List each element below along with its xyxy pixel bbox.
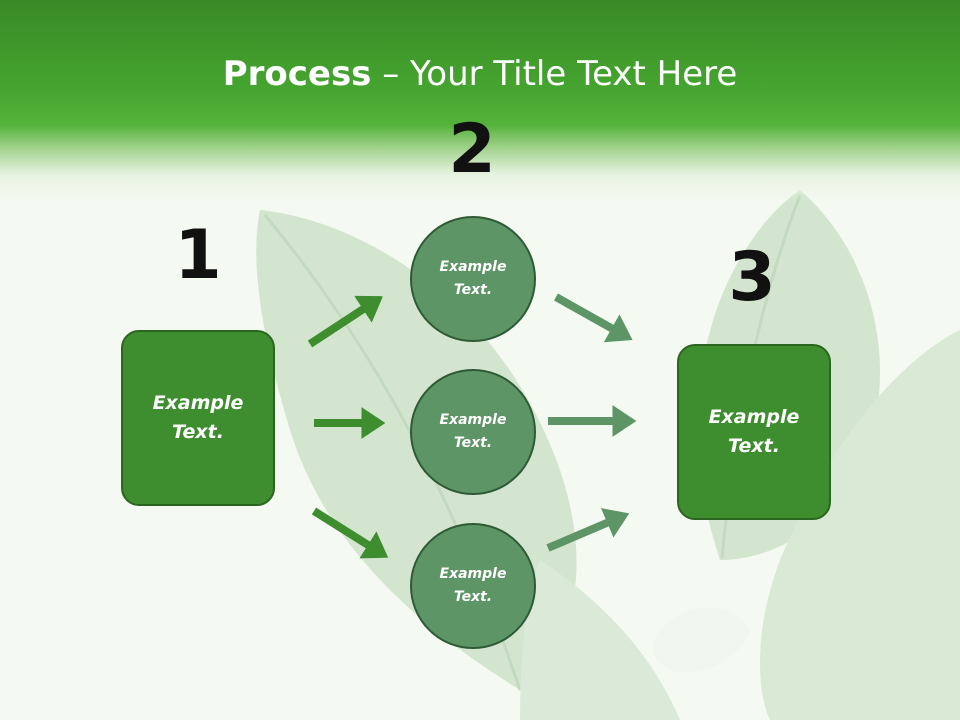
step-number-3: 3 [728,238,776,317]
slide-title: Process – Your Title Text Here [0,52,960,96]
arrow-top-to-right [554,293,633,343]
left-text-box[interactable]: Example Text. [121,330,275,506]
arrow-left-to-bottom [311,507,389,559]
arrow-bottom-to-right [546,508,630,552]
header-band [0,0,960,200]
title-rest-part: – Your Title Text Here [371,54,738,94]
circle-bottom[interactable]: Example Text. [410,523,536,649]
arrow-left-to-top [307,295,384,348]
leaf-shape-lower-right [760,330,960,720]
right-text-box[interactable]: Example Text. [677,344,831,520]
circle-middle[interactable]: Example Text. [410,369,536,495]
step-number-2: 2 [448,110,496,189]
step-number-1: 1 [174,216,222,295]
title-bold-part: Process [222,54,372,94]
circle-top[interactable]: Example Text. [410,216,536,342]
leaf-shape-bottom [520,560,680,720]
flower-shape [653,607,750,673]
